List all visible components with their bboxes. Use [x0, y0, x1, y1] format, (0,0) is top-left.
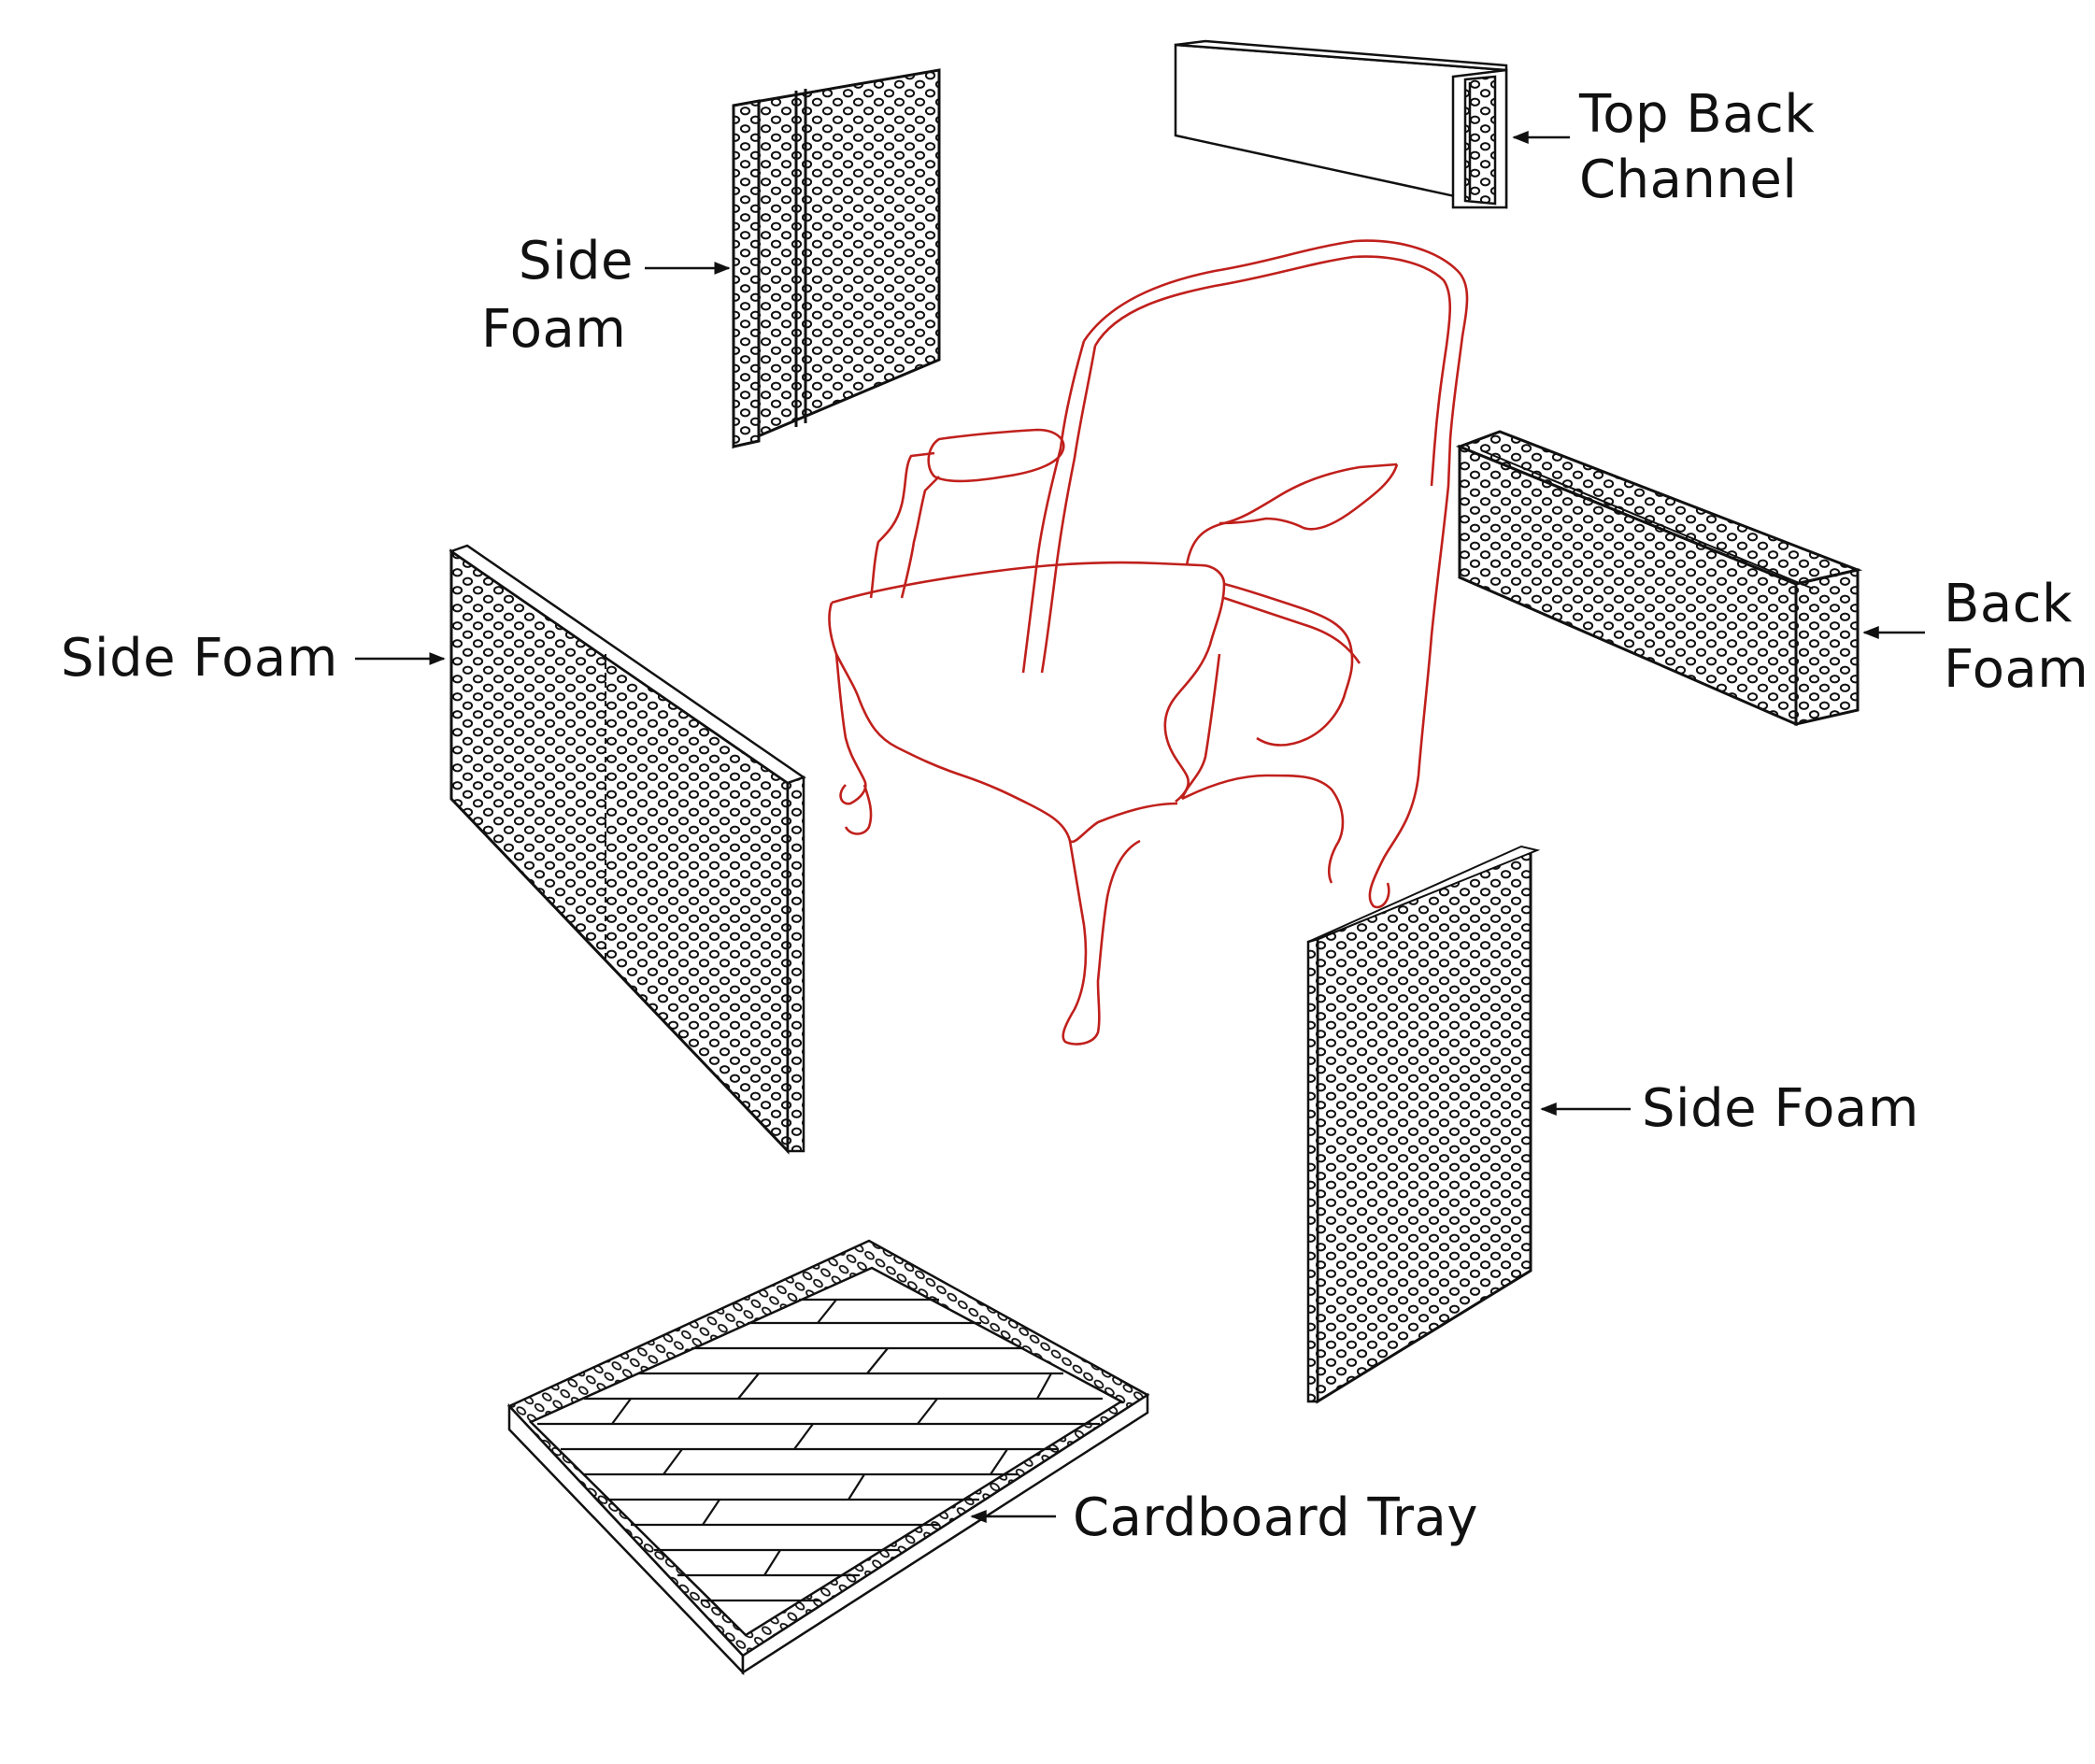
label-side-foam-right: Side Foam	[1642, 1076, 1919, 1142]
label-line: Foam	[481, 299, 627, 360]
tray-slats	[537, 1298, 1103, 1602]
side-foam-right	[1306, 845, 1541, 1404]
cardboard-tray	[506, 1239, 1150, 1676]
label-top-back-channel-line2: Channel	[1579, 148, 1797, 213]
top-back-channel	[1174, 39, 1508, 209]
label-line: Foam	[1944, 639, 2089, 700]
label-back-foam-line2: Foam	[1944, 637, 2088, 703]
label-line: Channel	[1579, 149, 1798, 210]
side-foam-top-left	[732, 68, 941, 449]
label-text: Side Foam	[61, 628, 338, 689]
back-foam	[1455, 430, 1863, 727]
label-side-foam-top-left: Side	[467, 229, 634, 294]
label-back-foam: Back	[1944, 572, 2073, 637]
side-foam-left	[449, 544, 806, 1155]
label-top-back-channel: Top Back	[1579, 82, 1815, 148]
label-cardboard-tray: Cardboard Tray	[1073, 1486, 1478, 1551]
label-line: Top Back	[1579, 84, 1816, 145]
chair-outline	[828, 239, 1469, 1046]
label-line: Side	[518, 231, 634, 292]
label-side-foam-left: Side Foam	[61, 626, 338, 691]
label-side-foam-top-left-line2: Foam	[481, 297, 626, 363]
leader-arrows	[355, 131, 1925, 1523]
label-line: Back	[1944, 574, 2073, 634]
label-text: Cardboard Tray	[1073, 1487, 1478, 1548]
label-text: Side Foam	[1642, 1078, 1919, 1139]
